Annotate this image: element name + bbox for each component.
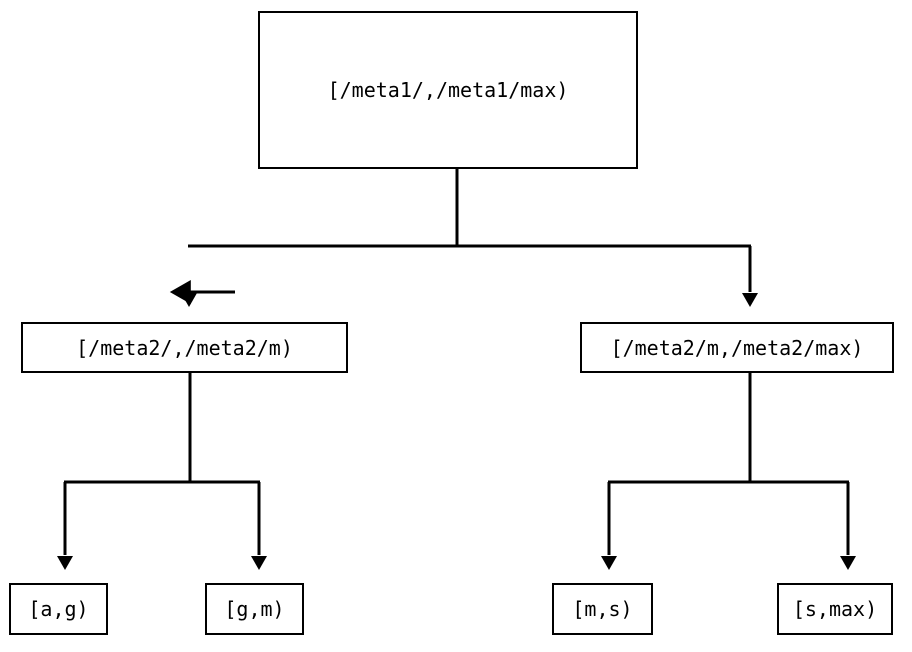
- edge-midleft-g-m: [251, 482, 267, 570]
- node-leaf-a-g[interactable]: [a,g): [9, 583, 108, 635]
- node-mid-right[interactable]: [/meta2/m,/meta2/max): [580, 322, 894, 373]
- node-leaf-m-s[interactable]: [m,s): [552, 583, 653, 635]
- edge-root-mid-left: [169, 169, 751, 307]
- node-leaf-g-m[interactable]: [g,m): [205, 583, 304, 635]
- edge-root-mid-right: [742, 246, 758, 307]
- edge-midright-m-s: [601, 373, 849, 570]
- edge-midright-s-max: [840, 482, 856, 570]
- edge-midleft-a-g: [57, 373, 260, 570]
- node-leaf-s-max[interactable]: [s,max): [777, 583, 893, 635]
- node-root[interactable]: [/meta1/,/meta1/max): [258, 11, 638, 169]
- node-mid-left[interactable]: [/meta2/,/meta2/m): [21, 322, 348, 373]
